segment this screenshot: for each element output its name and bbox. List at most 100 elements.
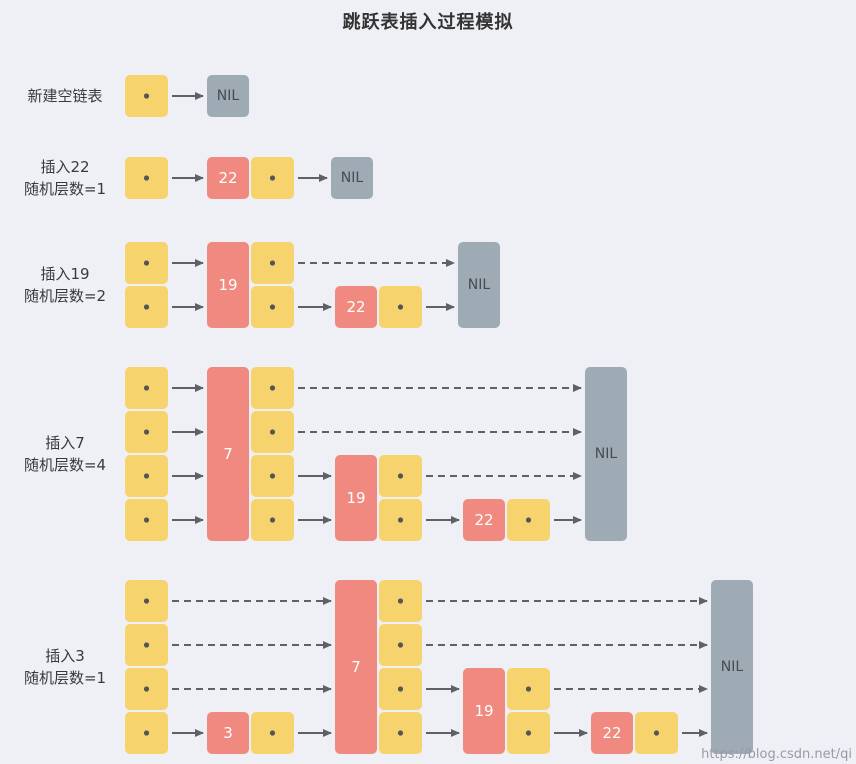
pointer-dot [269, 730, 276, 736]
node-pointer [251, 499, 294, 541]
pointer-dot [269, 260, 276, 266]
node-value-box [463, 499, 505, 541]
pointer-dot [525, 730, 532, 736]
node-value-box [335, 286, 377, 328]
node-pointer [251, 367, 294, 409]
nil-box [585, 367, 627, 541]
pointer-dot [143, 385, 150, 391]
skiplist-node-22: 22 [207, 157, 294, 199]
skiplist-node-19: 19 [335, 455, 422, 541]
step-insert-3: 3 7 19 22 NIL [125, 580, 753, 754]
step-insert-19: 19 22 NIL [125, 242, 500, 328]
header-pointer [125, 75, 168, 117]
node-value-box [207, 367, 249, 541]
step-label: 插入3 随机层数=1 [6, 645, 124, 689]
pointer-dot [143, 642, 150, 648]
header-pointer [125, 411, 168, 453]
nil-terminal: NIL [711, 580, 753, 754]
pointer-dot [143, 598, 150, 604]
node-value-label: 22 [602, 724, 621, 742]
step-label-line1: 新建空链表 [27, 87, 103, 105]
step-label-line1: 插入3 [45, 647, 85, 665]
watermark: https://blog.csdn.net/qi [701, 747, 852, 762]
node-pointer [251, 286, 294, 328]
skiplist-node-22: 22 [463, 499, 550, 541]
pointer-dot [397, 686, 404, 692]
skiplist-node-22: 22 [591, 712, 678, 754]
header-pointer [125, 499, 168, 541]
skiplist-node-7: 7 [335, 580, 422, 754]
node-pointer [379, 712, 422, 754]
skiplist-node-19: 19 [463, 668, 550, 754]
node-value-box [335, 580, 377, 754]
step-label: 新建空链表 [6, 85, 124, 107]
node-pointer [379, 499, 422, 541]
nil-label: NIL [341, 170, 364, 186]
pointer-dot [143, 517, 150, 523]
nil-label: NIL [595, 446, 618, 462]
pointer-dot [143, 93, 150, 99]
pointer-dot [525, 517, 532, 523]
header-pointer [125, 286, 168, 328]
node-pointer [379, 624, 422, 666]
pointer-dot [143, 686, 150, 692]
node-value-box [591, 712, 633, 754]
pointer-dot [143, 260, 150, 266]
pointer-dot [397, 642, 404, 648]
pointer-dot [269, 385, 276, 391]
header-pointer [125, 580, 168, 622]
node-value-label: 7 [223, 445, 233, 463]
header-pointer [125, 624, 168, 666]
node-pointer [507, 668, 550, 710]
skiplist-node-22: 22 [335, 286, 422, 328]
node-value-label: 3 [223, 724, 233, 742]
header-pointer [125, 367, 168, 409]
node-value-label: 22 [346, 298, 365, 316]
node-pointer [379, 286, 422, 328]
pointer-dot [525, 686, 532, 692]
nil-label: NIL [468, 277, 491, 293]
node-pointer [251, 411, 294, 453]
nil-terminal: NIL [207, 75, 249, 117]
step-label-line2: 随机层数=1 [23, 669, 107, 687]
node-value-label: 22 [218, 169, 237, 187]
node-value-box [335, 455, 377, 541]
nil-terminal: NIL [585, 367, 627, 541]
node-value-box [463, 668, 505, 754]
pointer-dot [143, 429, 150, 435]
nil-box [331, 157, 373, 199]
step-label-line2: 随机层数=4 [23, 456, 107, 474]
pointer-dot [269, 429, 276, 435]
node-value-label: 19 [474, 702, 493, 720]
node-value-label: 22 [474, 511, 493, 529]
pointer-dot [397, 304, 404, 310]
node-pointer [635, 712, 678, 754]
step-label-line1: 插入22 [40, 158, 90, 176]
step-label-line1: 插入19 [40, 265, 90, 283]
node-value-label: 7 [351, 658, 361, 676]
node-pointer [251, 712, 294, 754]
header-pointer [125, 242, 168, 284]
node-pointer [379, 580, 422, 622]
node-pointer [379, 668, 422, 710]
node-value-box [207, 712, 249, 754]
node-pointer [251, 157, 294, 199]
step-insert-7: 7 19 22 NIL [125, 367, 627, 541]
pointer-dot [143, 473, 150, 479]
step-label: 插入22 随机层数=1 [6, 156, 124, 200]
node-value-label: 19 [346, 489, 365, 507]
header-pointer [125, 712, 168, 754]
pointer-dot [397, 473, 404, 479]
skiplist-node-19: 19 [207, 242, 294, 328]
node-pointer [507, 712, 550, 754]
step-label-line2: 随机层数=1 [23, 180, 107, 198]
node-pointer [379, 455, 422, 497]
step-label-line1: 插入7 [45, 434, 85, 452]
nil-label: NIL [217, 88, 240, 104]
header-pointer [125, 455, 168, 497]
pointer-dot [269, 517, 276, 523]
node-value-label: 19 [218, 276, 237, 294]
pointer-dot [269, 473, 276, 479]
pointer-dot [397, 517, 404, 523]
